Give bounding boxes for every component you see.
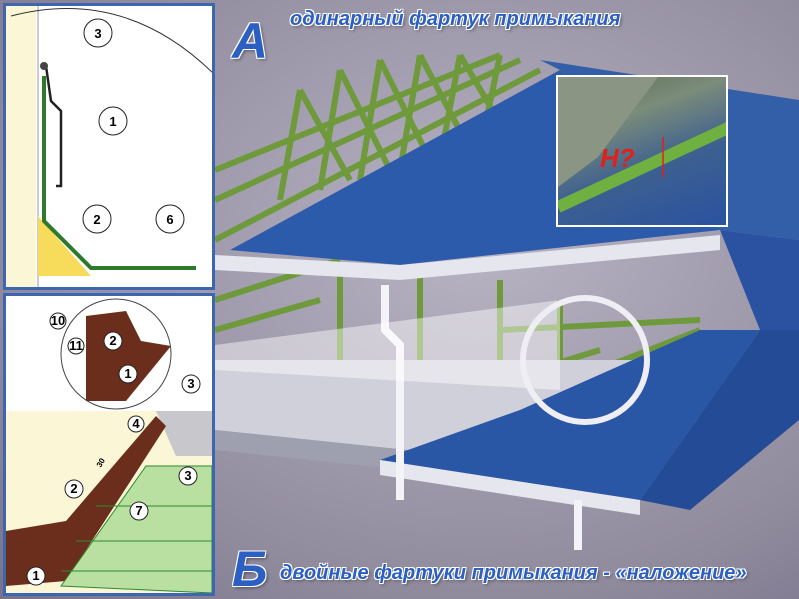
section-b-caption: двойные фартуки примыкания - «наложение» (280, 562, 747, 584)
detail-inset: H? (556, 75, 728, 227)
height-question-label: H? (600, 143, 635, 173)
callout-7: 7 (135, 503, 142, 518)
callout-4: 4 (132, 416, 140, 431)
section-b-letter: Б (232, 541, 268, 597)
callout-2-inset: 2 (109, 333, 116, 348)
callout-1: 1 (32, 568, 39, 583)
section-a-letter: А (232, 13, 269, 69)
callout-10: 10 (51, 313, 65, 328)
detail-circle (520, 295, 650, 425)
callout-1: 1 (109, 114, 116, 129)
callout-6: 6 (166, 212, 173, 227)
callout-2: 2 (70, 481, 77, 496)
double-apron-section: 10 11 2 1 3 4 2 3 7 1 30 (6, 298, 212, 593)
callout-3-inset: 3 (187, 376, 194, 391)
callout-3: 3 (94, 26, 101, 41)
detail-panel-double-apron: 10 11 2 1 3 4 2 3 7 1 30 (3, 293, 215, 596)
lower-roof-slope (380, 330, 760, 500)
callout-3: 3 (184, 468, 191, 483)
downpipe (381, 285, 404, 500)
detail-panel-single-apron: 3 1 2 6 (3, 3, 215, 290)
callout-1-inset: 1 (124, 366, 131, 381)
detail-drawing (558, 77, 726, 213)
callout-11: 11 (69, 338, 83, 353)
callout-2: 2 (93, 212, 100, 227)
section-a-caption: одинарный фартук примыкания (290, 8, 621, 30)
single-apron-section: 3 1 2 6 (6, 6, 212, 287)
